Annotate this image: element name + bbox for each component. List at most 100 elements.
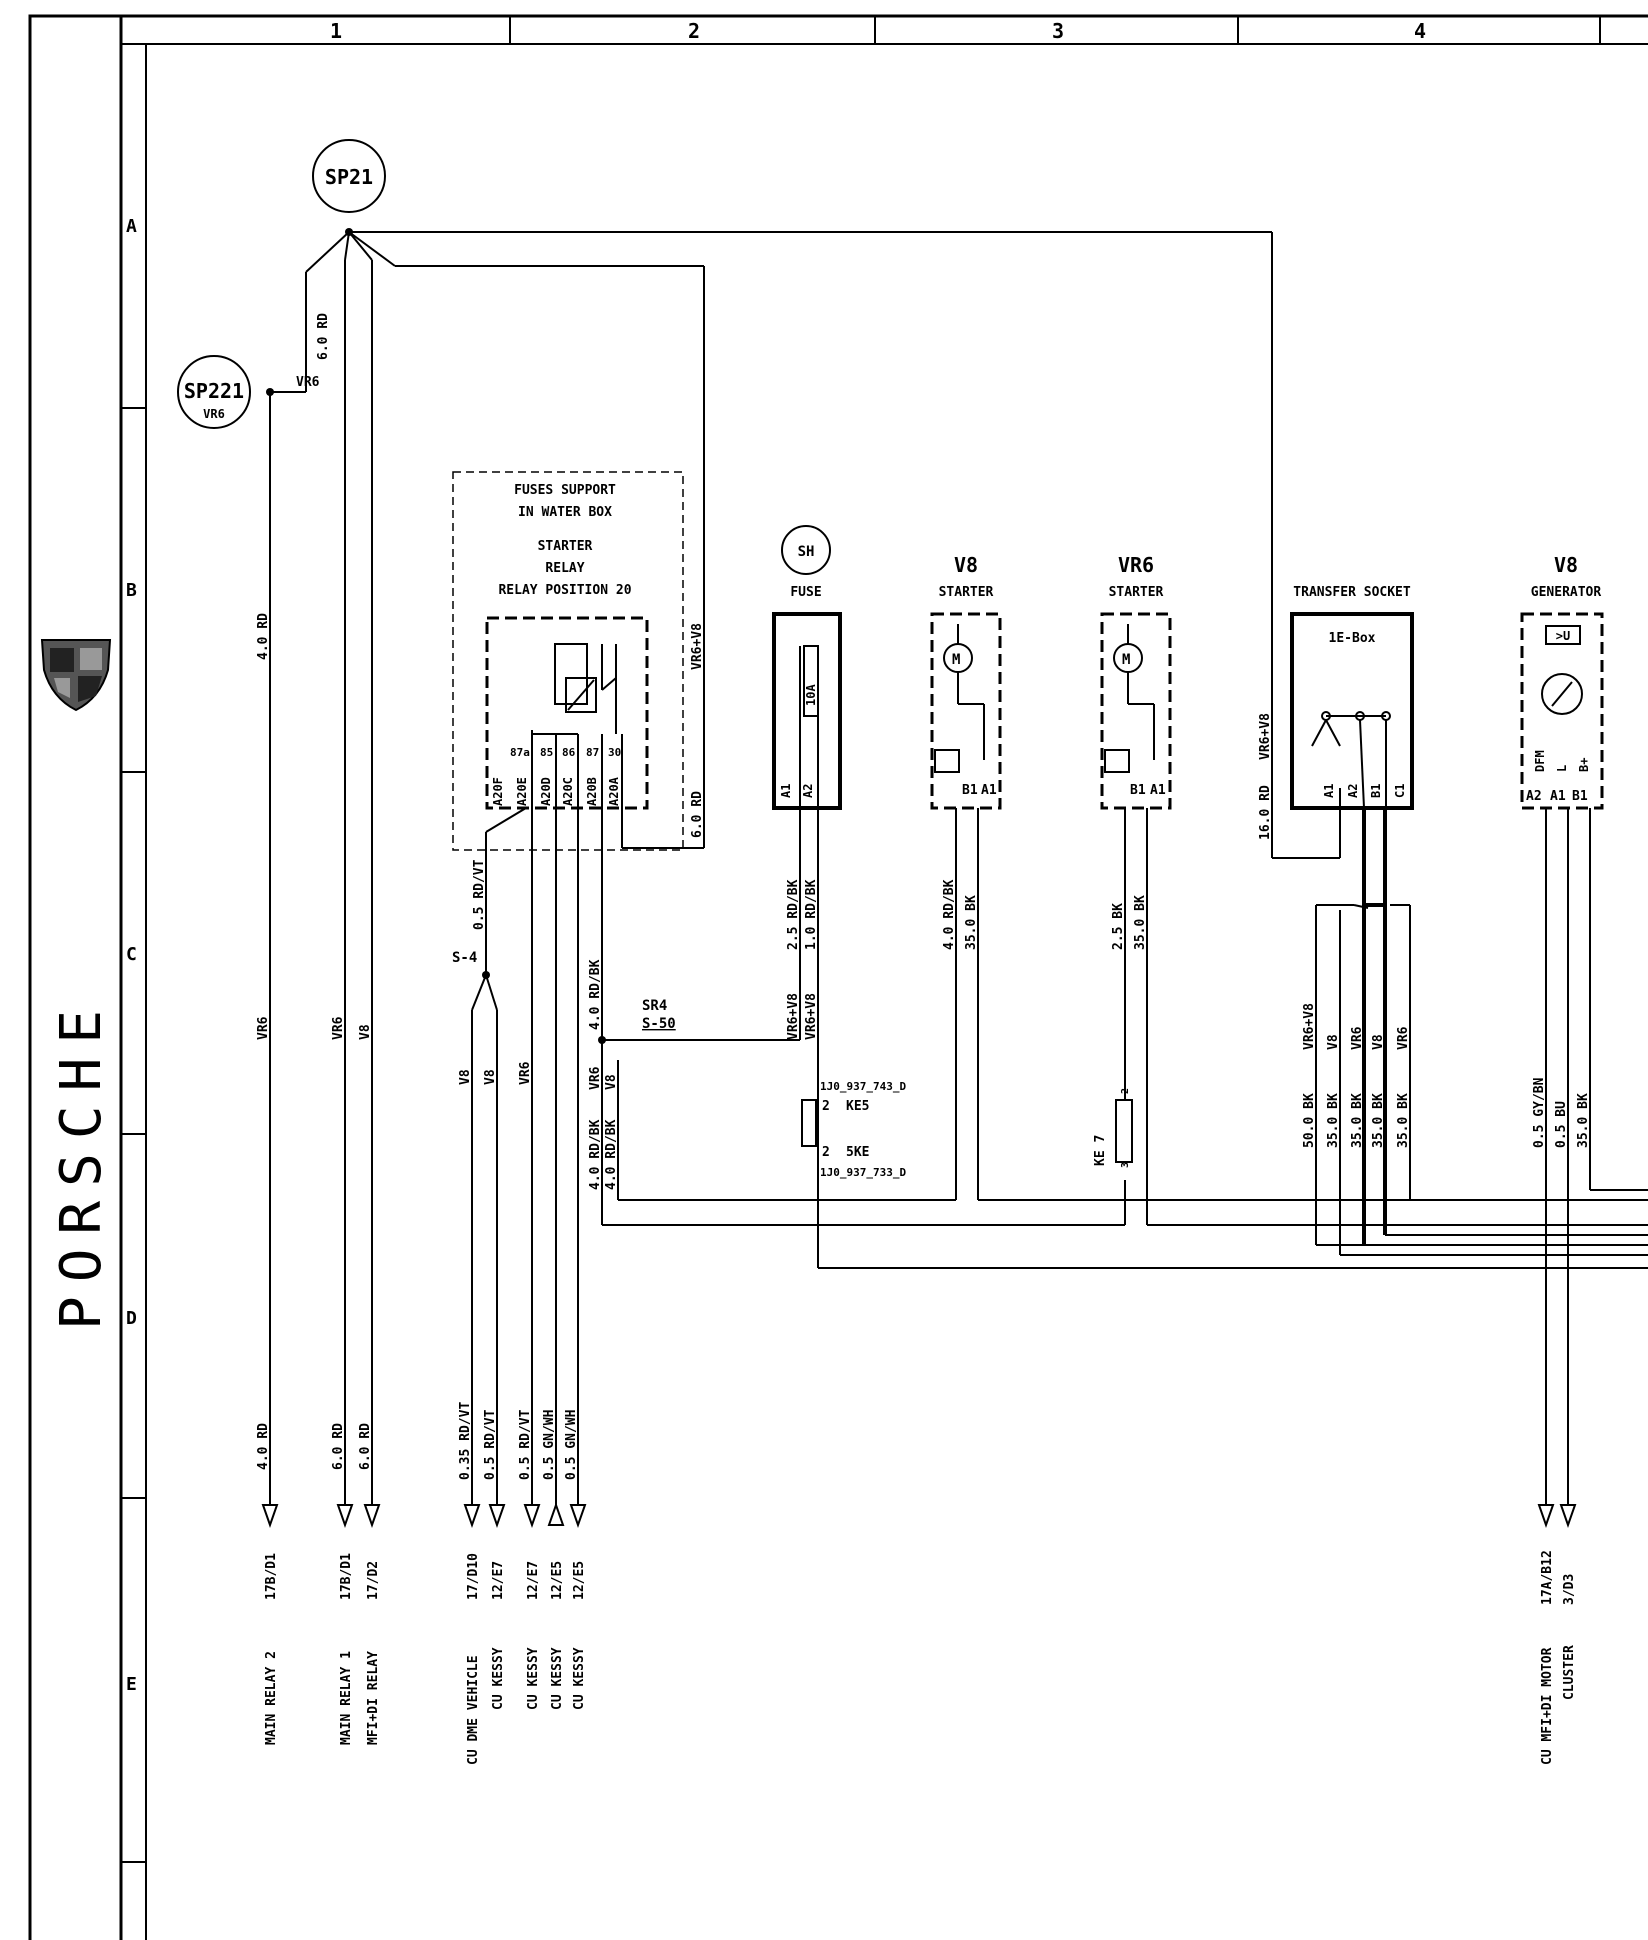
generator-icon <box>1541 673 1583 715</box>
bottom-wire-label: 6.0 RD <box>331 1423 346 1470</box>
splice-sr4-label: SR4 <box>642 998 667 1014</box>
relay-contact-86: 86 <box>562 746 576 759</box>
fuses-support-box: FUSES SUPPORT IN WATER BOX STARTER RELAY… <box>452 471 684 851</box>
wire-label: VR6+V8 <box>1258 713 1273 760</box>
splice-sp221-sub: VR6 <box>203 407 225 421</box>
ske-pin: 2 <box>822 1145 830 1160</box>
generator-pin-b1: B1 <box>1572 789 1588 804</box>
destination-label: CU DME VEHICLE <box>466 1655 481 1765</box>
ske-part: 1J0_937_733_D <box>820 1166 906 1179</box>
wire-label: VR6+V8 <box>1302 1003 1317 1050</box>
ke7-pin-b: 3 <box>1120 1162 1131 1168</box>
ke7-pin-a: 2 <box>1120 1088 1131 1094</box>
connector-ke7: KE 7 2 3 <box>1093 1088 1133 1168</box>
bottom-wire-label: 4.0 RD <box>256 1423 271 1470</box>
bottom-wire-labels: 4.0 RD 6.0 RD 6.0 RD 0.35 RD/VT 0.5 RD/V… <box>256 1402 579 1480</box>
ref-code: 12/E7 <box>491 1561 506 1600</box>
wire-label: 35.0 BK <box>964 895 979 950</box>
wire-label: 35.0 BK <box>1576 1093 1591 1148</box>
wire-label: 16.0 RD <box>1258 785 1273 840</box>
wire-label: V8 <box>604 1074 619 1090</box>
relay-pin-a20d: A20D <box>539 777 553 806</box>
relay-pin-a20e: A20E <box>515 777 529 806</box>
bottom-wire-label: 0.5 RD/VT <box>518 1409 533 1480</box>
bottom-wire-label: 0.5 GN/WH <box>564 1410 579 1480</box>
destination-label: MAIN RELAY 2 <box>264 1651 279 1745</box>
relay-coil-icon <box>554 643 588 705</box>
wire-label: V8 <box>483 1069 498 1085</box>
ref-code: 12/E5 <box>550 1561 565 1600</box>
destination-label: CU KESSY <box>572 1647 587 1710</box>
fuses-support-line3: STARTER <box>538 539 593 554</box>
row-label-e: E <box>126 1674 137 1695</box>
destination-label: MFI+DI RELAY <box>366 1651 381 1745</box>
ref-code: 17B/D1 <box>264 1553 279 1600</box>
row-label-d: D <box>126 1308 137 1329</box>
reference-codes: 17B/D1 17B/D1 17/D2 17/D10 12/E7 12/E7 1… <box>264 1550 1577 1605</box>
wire-label: 50.0 BK <box>1302 1093 1317 1148</box>
drawing-frame <box>28 14 1648 1940</box>
wire-label: 0.5 GY/BN <box>1532 1077 1547 1148</box>
v8-starter-sub: STARTER <box>939 585 994 600</box>
terminal-arrows <box>261 1501 1577 1529</box>
row-labels: A B C D E <box>126 216 137 1695</box>
brand-name: PORSCHE <box>49 996 114 1330</box>
wire-label: 0.5 BU <box>1554 1101 1569 1148</box>
splice-sp221: SP221 VR6 <box>177 355 251 429</box>
motor-m-glyph: M <box>952 652 960 668</box>
v8-generator: V8 GENERATOR >U DFM L B+ A2 A1 B1 <box>1520 553 1604 810</box>
wire-label: VR6 <box>1396 1026 1411 1050</box>
bottom-wire-label: 0.35 RD/VT <box>458 1402 473 1480</box>
transfer-socket-pin-a2: A2 <box>1346 784 1360 798</box>
connector-icon <box>1115 1099 1133 1163</box>
transfer-socket-box: 1E-Box <box>1329 631 1376 646</box>
splice-sp21: SP21 <box>312 139 386 213</box>
wire-label: VR6 <box>331 1016 346 1040</box>
wire-label: 0.5 RD/VT <box>472 859 487 930</box>
fuses-support-line5: RELAY POSITION 20 <box>498 583 631 598</box>
wire-label: VR6+V8 <box>786 993 801 1040</box>
vr6-starter-sub: STARTER <box>1109 585 1164 600</box>
v8-starter-pin-a1: A1 <box>981 783 997 798</box>
transfer-socket-pin-c1: C1 <box>1393 784 1407 798</box>
wire-label: 35.0 BK <box>1350 1093 1365 1148</box>
relay-contact-87a: 87a <box>510 746 530 759</box>
bottom-wire-label: 0.5 GN/WH <box>542 1410 557 1480</box>
wire-label: 35.0 BK <box>1396 1093 1411 1148</box>
wire-label: 35.0 BK <box>1133 895 1148 950</box>
transfer-socket: TRANSFER SOCKET 1E-Box A1 A2 B1 C1 <box>1290 585 1414 810</box>
relay-contact-30: 30 <box>608 746 621 759</box>
fuse-pin-a1: A1 <box>779 784 793 798</box>
splice-sh-label: SH <box>798 544 815 560</box>
solenoid-icon <box>1104 749 1130 773</box>
connector-icon <box>801 1099 817 1147</box>
column-label-4: 4 <box>1414 19 1426 43</box>
splice-s4-label: S-4 <box>452 950 477 966</box>
motor-m-glyph: M <box>1122 652 1130 668</box>
fuse-title: FUSE <box>790 585 821 600</box>
generator-symbol: >U <box>1556 629 1570 643</box>
wire-label: 35.0 BK <box>1371 1093 1386 1148</box>
ref-code: 17B/D1 <box>339 1553 354 1600</box>
v8-starter-pin-b1: B1 <box>962 783 978 798</box>
splice-sp21-label: SP21 <box>325 165 373 189</box>
vr6-starter: VR6 STARTER M B1 A1 <box>1100 553 1172 810</box>
wire-label: V8 <box>1371 1034 1386 1050</box>
column-label-3: 3 <box>1052 19 1064 43</box>
splice-s50-label: S-50 <box>642 1016 676 1032</box>
relay-pin-a20f: A20F <box>491 777 505 806</box>
fuse-pin-a2: A2 <box>801 784 815 798</box>
splice-sh: SH <box>781 525 831 575</box>
ref-code: 12/E5 <box>572 1561 587 1600</box>
wire-labels: 6.0 RD VR6 4.0 RD VR6 VR6 V8 VR6+V8 6.0 … <box>256 313 1591 1190</box>
column-labels: 1 2 3 4 <box>330 19 1426 43</box>
v8-starter: V8 STARTER M B1 A1 <box>930 553 1002 810</box>
destination-label: MAIN RELAY 1 <box>339 1651 354 1745</box>
fuses-support-line4: RELAY <box>545 561 584 576</box>
wire-label: VR6+V8 <box>690 623 705 670</box>
destination-label: CU KESSY <box>550 1647 565 1710</box>
starter-relay: 87a 85 86 87 30 A20F A20E A20D A20C A20B… <box>485 616 649 810</box>
wire-label: VR6 <box>588 1066 603 1090</box>
fuse-rating: 10A <box>804 684 818 706</box>
